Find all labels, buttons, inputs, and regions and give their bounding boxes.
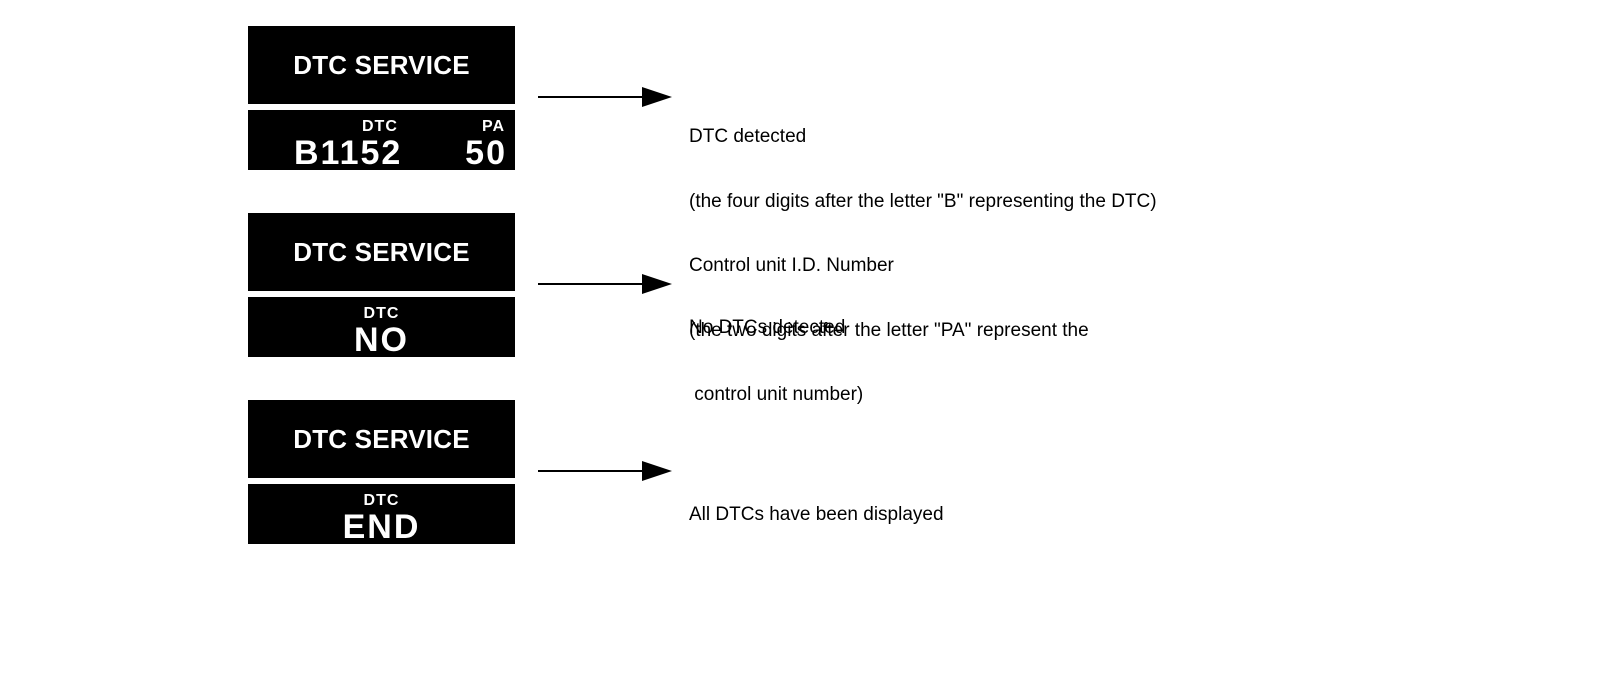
description-line: All DTCs have been displayed (689, 504, 944, 525)
display-value-panel: DTC END (248, 484, 515, 544)
description-line: Control unit I.D. Number (689, 255, 894, 276)
control-unit-number: 50 (465, 134, 507, 172)
arrow-right-icon (538, 87, 672, 107)
description: No DTCs detected (689, 274, 845, 382)
description-line: DTC detected (689, 126, 807, 147)
arrow-right-icon (538, 274, 672, 294)
display-title-panel: DTC SERVICE (248, 26, 515, 104)
display-title: DTC SERVICE (293, 236, 470, 267)
display-title: DTC SERVICE (293, 49, 470, 80)
description-line: (the four digits after the letter "B" re… (689, 190, 1157, 212)
dtc-value: END (342, 508, 421, 546)
display-title-panel: DTC SERVICE (248, 213, 515, 291)
dtc-code: B1152 (294, 134, 403, 172)
description: DTC detected (the four digits after the … (689, 83, 1157, 449)
description-line: No DTCs detected (689, 317, 846, 338)
description-line: control unit number) (689, 384, 864, 405)
description-line: (the two digits after the letter "PA" re… (689, 319, 1089, 341)
pa-label: PA (481, 118, 505, 135)
dtc-value: NO (354, 321, 409, 359)
display-title: DTC SERVICE (293, 423, 470, 454)
display-title-panel: DTC SERVICE (248, 400, 515, 478)
dtc-label: DTC (363, 305, 400, 322)
dtc-label: DTC (362, 118, 398, 135)
display-value-panel: DTC PA B1152 50 (248, 110, 515, 170)
display-value-panel: DTC NO (248, 297, 515, 357)
description: All DTCs have been displayed (689, 461, 944, 569)
arrow-right-icon (538, 461, 672, 481)
dtc-label: DTC (363, 492, 400, 509)
